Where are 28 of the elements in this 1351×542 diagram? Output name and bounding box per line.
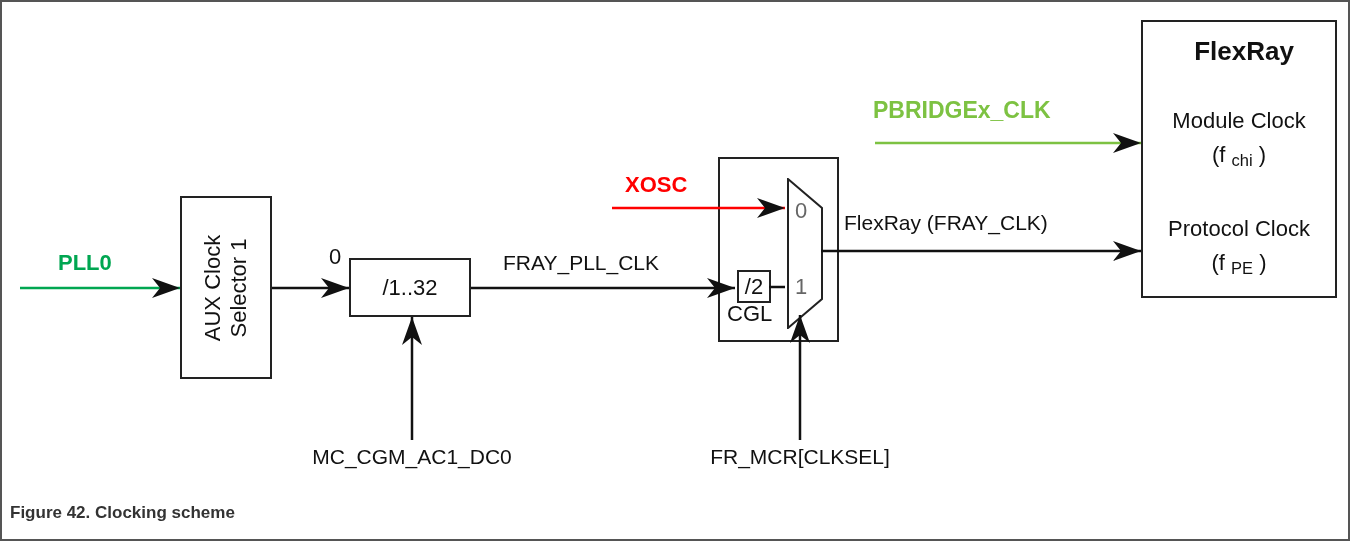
input-number: 0 [795,200,808,222]
clock-label: Protocol Clock [1167,218,1311,240]
module-frame [718,157,839,342]
signal-label: FlexRay (FRAY_CLK) [844,212,1048,233]
signal-arrow [20,278,180,298]
signal-arrow [875,133,1141,153]
multiplexer [787,178,823,329]
clock-label: (f $_{chi}$ ) [1210,144,1268,166]
signal-arrow [471,278,735,298]
peripheral-block [1141,20,1337,298]
signal-arrow [272,278,349,298]
signal-arrow [790,315,810,440]
divider-block: /1..32 [349,258,471,317]
clock-label: Module Clock [1171,110,1307,132]
selector-block: AUX Clock Selector 1 [180,196,272,379]
clock-label: (f $_{PE}$ ) [1210,252,1268,274]
input-number: 1 [795,276,808,298]
register-label: FR_MCR[CLKSEL] [680,440,920,474]
signal-label: PBRIDGEx_CLK [873,99,1051,122]
signal-arrow [612,198,785,218]
figure-caption: Figure 42. Clocking scheme [10,502,235,524]
register-label: MC_CGM_AC1_DC0 [282,440,542,474]
block-title: FlexRay [1193,38,1295,64]
input-number: 0 [329,246,342,268]
signal-arrow [821,241,1141,261]
divider-block: /2 [737,270,771,303]
block-label: CGL [727,303,773,325]
signal-arrow [402,317,422,440]
